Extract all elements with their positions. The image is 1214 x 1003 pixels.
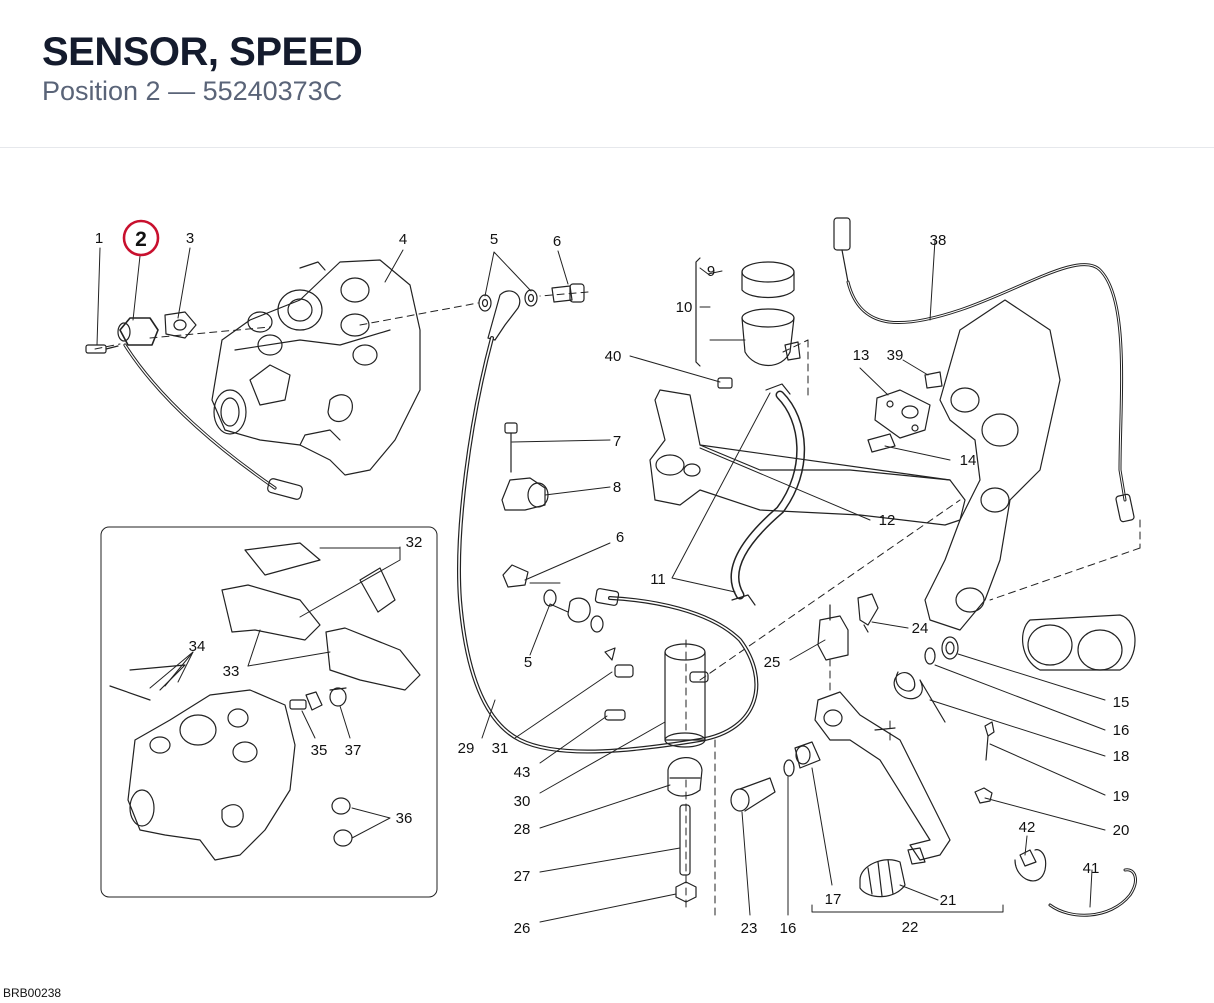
callout-31: 31 [492, 740, 509, 757]
callout-5-lower: 5 [524, 654, 532, 671]
cable-ties [1014, 849, 1137, 917]
hose-clamp [501, 422, 549, 511]
callout-40: 40 [605, 348, 622, 365]
frame-tube-assembly [924, 299, 1136, 671]
exploded-parts-diagram: 1 2 3 4 5 6 9 10 40 7 8 13 39 14 12 38 6… [85, 217, 1141, 937]
callout-22: 22 [902, 919, 919, 936]
sensor-cable [833, 217, 1135, 523]
callout-6-lower: 6 [616, 529, 624, 546]
banjo-fitting [478, 283, 585, 341]
highlighted-callout-ring [122, 219, 160, 257]
rear-master-cylinder [664, 643, 709, 903]
callout-35: 35 [311, 742, 328, 759]
page-title: SENSOR, SPEED [42, 30, 363, 74]
callout-16-lower: 16 [780, 920, 797, 937]
callout-33: 33 [223, 663, 240, 680]
callout-28: 28 [514, 821, 531, 838]
lower-banjo-fitting [502, 564, 604, 633]
callout-5-top: 5 [490, 231, 498, 248]
callout-34: 34 [189, 638, 206, 655]
fluid-reservoir [695, 257, 801, 367]
callout-13: 13 [853, 347, 870, 364]
inset-caliper-kit-box [100, 526, 438, 898]
rear-brake-caliper [211, 259, 421, 476]
callout-14: 14 [960, 452, 977, 469]
speed-sensor [117, 317, 303, 500]
callout-17: 17 [825, 891, 842, 908]
inset-brake-pads [221, 584, 421, 691]
callout-15: 15 [1113, 694, 1130, 711]
callout-32: 32 [406, 534, 423, 551]
callout-19: 19 [1113, 788, 1130, 805]
brake-hose [457, 336, 759, 754]
bleed-fittings [604, 647, 634, 721]
callout-21: 21 [940, 892, 957, 909]
callout-6-top: 6 [553, 233, 561, 250]
page-header: SENSOR, SPEED Position 2 — 55240373C [0, 0, 1214, 148]
callout-20: 20 [1113, 822, 1130, 839]
sensor-bolt [85, 344, 119, 354]
brake-pedal-lever [814, 691, 951, 865]
page-subtitle: Position 2 — 55240373C [42, 76, 343, 106]
callout-30: 30 [514, 793, 531, 810]
callout-37: 37 [345, 742, 362, 759]
callout-7: 7 [613, 433, 621, 450]
pedal-rubber [859, 859, 906, 898]
callout-39: 39 [887, 347, 904, 364]
mounting-plate [867, 371, 943, 453]
reservoir-hose [717, 377, 806, 606]
callout-42: 42 [1019, 819, 1036, 836]
callout-11: 11 [650, 571, 666, 588]
inset-bleed-valve [289, 687, 347, 711]
callout-3: 3 [186, 230, 194, 247]
callout-27: 27 [514, 868, 531, 885]
callout-26: 26 [514, 920, 531, 937]
callout-1: 1 [95, 230, 103, 247]
callout-41: 41 [1083, 860, 1100, 877]
frame-bracket [649, 389, 966, 526]
inset-caliper [127, 689, 296, 861]
callout-2-highlighted: 2 [135, 228, 147, 251]
sensor-spacer [164, 311, 197, 339]
inset-dust-caps [331, 797, 353, 847]
callout-25: 25 [764, 654, 781, 671]
callout-12: 12 [879, 512, 896, 529]
callout-18: 18 [1113, 748, 1130, 765]
callout-38: 38 [930, 232, 947, 249]
diagram-reference-code: BRB00238 [3, 986, 62, 1000]
callout-36: 36 [396, 810, 413, 827]
callout-29: 29 [458, 740, 475, 757]
pedal-pivot-hardware [730, 741, 821, 812]
brake-light-switch [817, 593, 879, 661]
callout-leaders [96, 239, 1106, 923]
callout-4: 4 [399, 231, 407, 248]
callout-16-right: 16 [1113, 722, 1130, 739]
callout-43: 43 [514, 764, 531, 781]
inset-spring-clip [244, 542, 396, 613]
callout-9: 9 [707, 263, 715, 280]
inset-pin-and-clip [109, 664, 186, 701]
callout-23: 23 [741, 920, 758, 937]
callout-10: 10 [676, 299, 693, 316]
callout-8: 8 [613, 479, 621, 496]
callout-24: 24 [912, 620, 929, 637]
pivot-washers [893, 636, 995, 804]
